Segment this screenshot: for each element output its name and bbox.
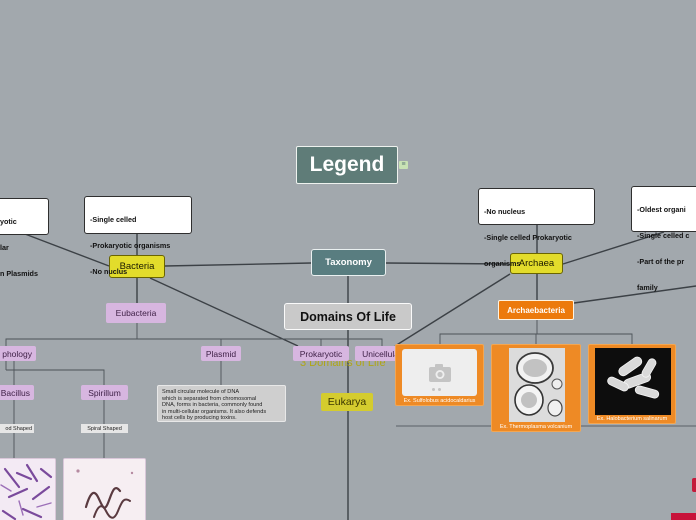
example-card-thermoplasma[interactable]: Ex. Thermoplasma volcanium <box>491 344 581 432</box>
callout-line: -Prokaryotic organisms <box>90 240 171 250</box>
thermoplasma-micrograph-image <box>509 348 565 422</box>
callout-line: family <box>637 282 658 292</box>
camera-placeholder-icon-glyph <box>428 363 451 382</box>
eubacteria-node[interactable]: Eubacteria <box>106 303 166 323</box>
thermoplasma-micrograph <box>509 348 565 422</box>
bacillus-node[interactable]: Bacillus <box>0 385 34 400</box>
example-caption-sulfolobus: Ex. Sulfolobus acidocaldarius <box>403 398 476 404</box>
plasmid-description-line: Small circular molecule of DNA <box>162 389 240 395</box>
bacillus-micrograph-image <box>0 459 55 520</box>
morphology-node[interactable]: phology <box>0 346 36 361</box>
plasmid-description-line: DNA, forms in bacteria, commonly found <box>162 402 263 408</box>
callout-line: yotic <box>0 217 17 227</box>
bacillus-micrograph[interactable] <box>0 458 56 520</box>
plasmid-description[interactable]: Small circular molecule of DNA which is … <box>157 385 286 422</box>
placeholder-dots <box>432 378 441 396</box>
note-icon[interactable]: ≡ <box>399 161 408 169</box>
callout-line: n Plasmids <box>0 268 38 278</box>
legend-title[interactable]: Legend <box>296 146 398 184</box>
halobacterium-micrograph-image <box>595 348 671 415</box>
spirillum-micrograph[interactable] <box>63 458 146 520</box>
example-caption-thermoplasma: Ex. Thermoplasma volcanium <box>499 424 573 430</box>
callout-line: -Part of the pr <box>637 256 685 266</box>
plasmid-description-line: host cells by producing toxins. <box>162 415 237 421</box>
callout-line: -No nucleus <box>484 207 526 217</box>
offscreen-tab-edge[interactable] <box>671 513 696 520</box>
plasmid-description-line: which is separated from chromosomal <box>162 395 257 402</box>
example-card-sulfolobus[interactable]: Ex. Sulfolobus acidocaldarius <box>395 344 484 406</box>
prokaryotic-node[interactable]: Prokaryotic <box>293 346 349 361</box>
halobacterium-micrograph <box>595 348 671 415</box>
eukarya-node[interactable]: Eukarya <box>321 393 373 411</box>
callout-line: lar <box>0 242 9 252</box>
taxonomy-node[interactable]: Taxonomy <box>311 249 386 276</box>
callout-line: -Single celled Prokaryotic <box>484 232 572 242</box>
offscreen-node-edge[interactable] <box>692 478 696 492</box>
bacteria-callout[interactable]: -Single celled -Prokaryotic organisms -N… <box>84 196 192 275</box>
example-card-halobacterium[interactable]: Ex. Halobacterium salinarum <box>588 344 676 424</box>
callout-line: organisms <box>484 258 521 268</box>
bacteria-node[interactable]: Bacteria <box>109 255 165 278</box>
example-caption-halobacterium: Ex. Halobacterium salinarum <box>596 416 668 422</box>
callout-line: -Single celled c <box>637 230 690 240</box>
domains-of-life-node[interactable]: Domains Of Life <box>284 303 412 330</box>
plasmid-node[interactable]: Plasmid <box>201 346 241 361</box>
archaea-callout[interactable]: -No nucleus -Single celled Prokaryotic o… <box>478 188 595 267</box>
callout-left-partial[interactable]: yotic lar n Plasmids <box>0 198 49 277</box>
rod-shaped-label[interactable]: od Shaped <box>0 424 34 433</box>
callout-line: -Single celled <box>90 215 137 225</box>
archaea-node[interactable]: Archaea <box>510 253 563 274</box>
plasmid-description-line: in multi-cellular organisms. It also def… <box>162 408 267 415</box>
callout-line: -Oldest organi <box>637 205 686 215</box>
right-callout-partial[interactable]: -Oldest organi -Single celled c -Part of… <box>631 186 696 291</box>
spirillum-node[interactable]: Spirillum <box>81 385 128 400</box>
spiral-shaped-label[interactable]: Spiral Shaped <box>81 424 128 433</box>
callout-line: -No nuclus <box>90 266 128 276</box>
archaebacteria-node[interactable]: Archaebacteria <box>498 300 574 320</box>
spirillum-micrograph-image <box>64 459 145 520</box>
